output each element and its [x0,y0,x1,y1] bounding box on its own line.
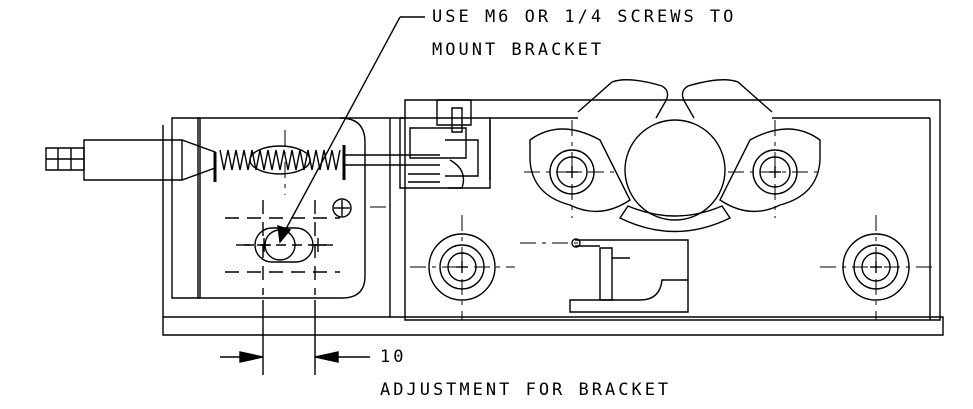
mount-backplate [172,118,200,298]
latch-jaw [578,80,772,232]
latch-rod [344,155,440,165]
note-leader [278,17,425,242]
mounting-bracket [198,118,365,298]
small-screw [333,199,351,217]
centerlines [285,120,935,320]
base-plate [163,317,943,335]
mount-note-line1: USE M6 OR 1/4 SCREWS TO [432,7,737,27]
dimension-value: 10 [380,347,407,367]
pivot-screw-right [720,129,820,211]
adjustment-slot [225,200,340,295]
pivot-screw-left [530,129,630,211]
adjustment-dimension [220,300,370,375]
striker-catch [570,239,688,312]
latch-actuator [400,100,490,188]
dimension-caption: ADJUSTMENT FOR BRACKET [380,380,672,400]
cable-end [46,140,215,180]
spring [215,145,344,182]
latch-housing [405,100,940,320]
mount-note-line2: MOUNT BRACKET [432,40,605,60]
